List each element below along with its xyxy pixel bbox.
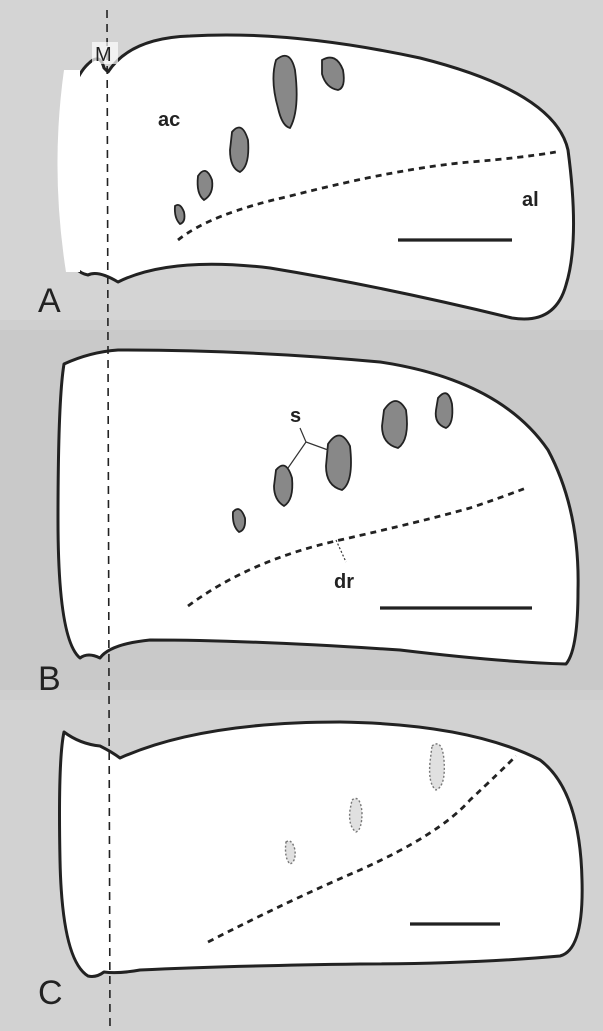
label-dr: dr [334,571,354,593]
label-al: al [522,189,539,211]
label-ac: ac [158,109,180,131]
panel-c-faint-spot [350,799,362,833]
panel-label-c: C [38,974,63,1012]
panel-b-spot [274,466,292,507]
panel-b: s dr B [38,350,578,698]
panel-c-outline [60,722,583,977]
panel-c-faint-spot [430,744,445,790]
panel-b-spot [436,393,453,428]
panel-b-spot [326,435,351,490]
midline-label: M [95,44,112,66]
label-s: s [290,405,301,427]
panel-label-b: B [38,660,61,698]
panel-a-spot [230,128,248,173]
panel-b-spot [382,401,407,448]
panel-label-a: A [38,282,61,320]
